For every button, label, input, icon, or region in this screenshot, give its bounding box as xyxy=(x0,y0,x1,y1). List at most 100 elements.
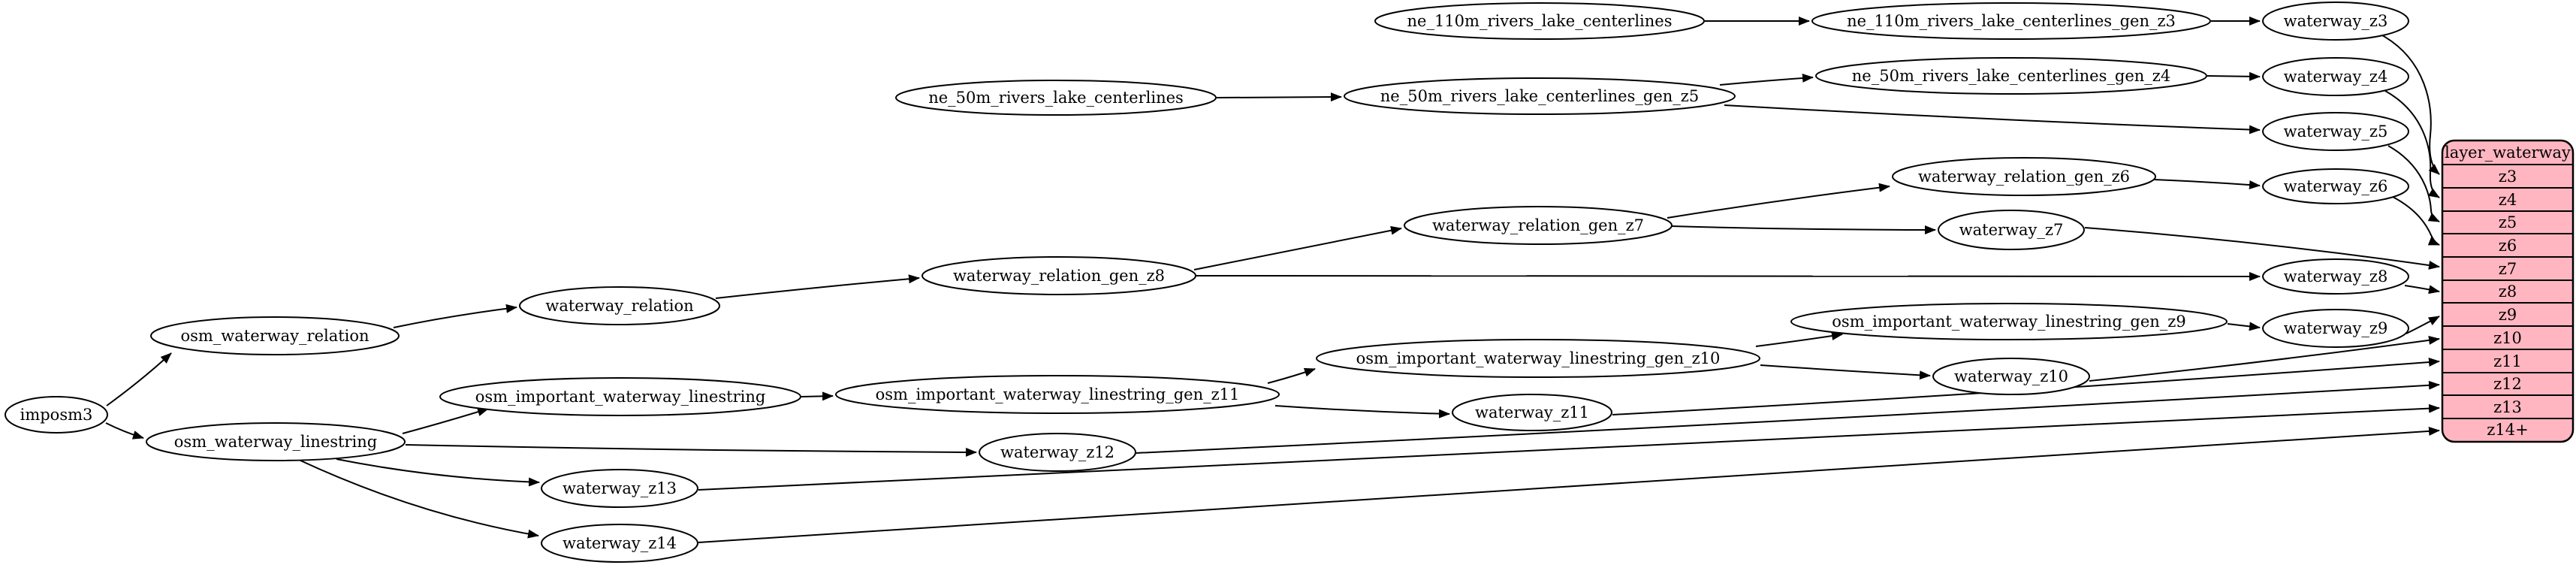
node-waterway_z5: waterway_z5 xyxy=(2262,112,2409,151)
node-waterway_z12-label: waterway_z12 xyxy=(1000,443,1115,461)
edge-gen_z9-to-waterway_z9 xyxy=(2227,322,2261,331)
table-row-z12: z12 xyxy=(2493,375,2522,393)
node-waterway_z11: waterway_z11 xyxy=(1452,394,1612,431)
node-waterway_z11-label: waterway_z11 xyxy=(1475,403,1589,421)
table-row-z5: z5 xyxy=(2499,213,2517,231)
node-osm_waterway_linestring: osm_waterway_linestring xyxy=(146,422,406,461)
node-osm_important_waterway_linestring_gen_z9-label: osm_important_waterway_linestring_gen_z9 xyxy=(1832,313,2185,331)
edge-osm_waterway_linestring-to-waterway_z13 xyxy=(336,458,540,487)
edge-waterway_z4-to-row-z4 xyxy=(2384,90,2440,198)
edge-osm_waterway_linestring-to-waterway_z12 xyxy=(405,444,977,457)
node-waterway_relation_gen_z6: waterway_relation_gen_z6 xyxy=(1892,157,2156,196)
node-imposm3-shape xyxy=(5,396,108,434)
node-waterway_z12: waterway_z12 xyxy=(979,433,1136,472)
node-waterway_z8-label: waterway_z8 xyxy=(2284,267,2388,286)
node-waterway_relation_gen_z6-label: waterway_relation_gen_z6 xyxy=(1918,168,2130,186)
table-row-z8: z8 xyxy=(2499,282,2517,301)
node-osm_important_waterway_linestring_gen_z10-label: osm_important_waterway_linestring_gen_z1… xyxy=(1356,349,1721,367)
table-row-z11: z11 xyxy=(2493,352,2522,370)
edge-gen_z4-to-waterway_z4 xyxy=(2206,71,2261,81)
node-osm_waterway_relation: osm_waterway_relation xyxy=(150,316,400,355)
node-waterway_z4-shape xyxy=(2262,57,2409,96)
edge-waterway_relation_gen_z7-to-waterway_relation_gen_z6 xyxy=(1667,183,1890,219)
node-waterway_z7-label: waterway_z7 xyxy=(1959,221,2064,239)
node-waterway_z9: waterway_z9 xyxy=(2262,309,2409,348)
node-waterway_z6: waterway_z6 xyxy=(2262,168,2409,204)
node-waterway_relation-shape xyxy=(519,286,720,325)
node-waterway_relation_gen_z8-label: waterway_relation_gen_z8 xyxy=(953,267,1165,285)
node-ne_50m_rivers_lake_centerlines_gen_z5: ne_50m_rivers_lake_centerlines_gen_z5 xyxy=(1344,77,1736,115)
node-ne_50m_rivers_lake_centerlines_gen_z4-label: ne_50m_rivers_lake_centerlines_gen_z4 xyxy=(1852,67,2170,85)
node-waterway_z14: waterway_z14 xyxy=(541,524,698,563)
edge-waterway_z12-to-row-z12 xyxy=(1136,380,2440,454)
table-row-z10: z10 xyxy=(2493,329,2522,347)
edge-ne_50m-to-gen_z5 xyxy=(1216,92,1342,102)
node-waterway_relation: waterway_relation xyxy=(519,286,720,325)
node-waterway_z4: waterway_z4 xyxy=(2262,57,2409,96)
node-ne_110m_rivers_lake_centerlines_gen_z3: ne_110m_rivers_lake_centerlines_gen_z3 xyxy=(1811,2,2211,40)
edge-imposm3-to-osm_waterway_linestring xyxy=(105,422,144,440)
node-waterway_z5-shape xyxy=(2262,112,2409,151)
edge-waterway_z9-to-row-z9 xyxy=(2406,316,2440,334)
nodes: imposm3 osm_waterway_relation osm_waterw… xyxy=(5,2,2409,563)
node-ne_110m_rivers_lake_centerlines_gen_z3-label: ne_110m_rivers_lake_centerlines_gen_z3 xyxy=(1847,12,2176,30)
edge-waterway_relation-to-waterway_relation_gen_z8 xyxy=(715,274,920,299)
edge-gen_z5-to-gen_z4 xyxy=(1719,73,1814,86)
node-waterway_z11-shape xyxy=(1452,394,1612,431)
table-row-z3: z3 xyxy=(2499,168,2517,186)
edge-gen_z10-to-waterway_z10 xyxy=(1760,364,1931,380)
edge-waterway_z14-to-row-z14 xyxy=(698,426,2440,543)
table-row-z13: z13 xyxy=(2493,398,2522,416)
node-waterway_z13: waterway_z13 xyxy=(541,469,698,508)
node-osm_important_waterway_linestring-shape xyxy=(439,377,801,416)
edge-waterway_relation_gen_z8-to-waterway_relation_gen_z7 xyxy=(1193,225,1402,270)
node-waterway_z10-shape xyxy=(1932,358,2090,395)
node-waterway_z13-label: waterway_z13 xyxy=(563,479,677,497)
node-ne_50m_rivers_lake_centerlines-shape xyxy=(895,80,1217,116)
edge-osm_important_waterway_linestring-to-gen_z11 xyxy=(801,391,834,401)
node-ne_50m_rivers_lake_centerlines_gen_z4: ne_50m_rivers_lake_centerlines_gen_z4 xyxy=(1815,57,2207,95)
node-ne_50m_rivers_lake_centerlines: ne_50m_rivers_lake_centerlines xyxy=(895,80,1217,116)
node-osm_important_waterway_linestring_gen_z11-shape xyxy=(835,375,1280,414)
node-osm_important_waterway_linestring-label: osm_important_waterway_linestring xyxy=(475,388,766,406)
node-ne_110m_rivers_lake_centerlines-label: ne_110m_rivers_lake_centerlines xyxy=(1407,12,1673,30)
node-osm_waterway_linestring-label: osm_waterway_linestring xyxy=(174,433,377,451)
node-osm_waterway_relation-label: osm_waterway_relation xyxy=(180,327,369,345)
node-ne_110m_rivers_lake_centerlines_gen_z3-shape xyxy=(1811,2,2211,40)
node-imposm3: imposm3 xyxy=(5,396,108,434)
node-osm_important_waterway_linestring: osm_important_waterway_linestring xyxy=(439,377,801,416)
edge-waterway_relation_gen_z6-to-waterway_z6 xyxy=(2153,179,2261,189)
node-osm_important_waterway_linestring_gen_z11-label: osm_important_waterway_linestring_gen_z1… xyxy=(876,385,1240,403)
table-layer_waterway: layer_waterway z3 z4 z5 z6 z7 z8 z9 z10 … xyxy=(2441,139,2574,443)
table-row-z9: z9 xyxy=(2499,306,2517,324)
node-ne_50m_rivers_lake_centerlines_gen_z5-label: ne_50m_rivers_lake_centerlines_gen_z5 xyxy=(1380,87,1699,105)
node-waterway_z3-label: waterway_z3 xyxy=(2284,12,2388,30)
edge-waterway_z6-to-row-z6 xyxy=(2392,196,2440,246)
node-waterway_relation_gen_z8-shape xyxy=(922,256,1196,295)
node-waterway_z12-shape xyxy=(979,433,1136,472)
node-waterway_z3-shape xyxy=(2262,2,2409,41)
node-osm_waterway_relation-shape xyxy=(150,316,400,355)
node-ne_50m_rivers_lake_centerlines-label: ne_50m_rivers_lake_centerlines xyxy=(928,89,1184,107)
edge-gen_z11-to-waterway_z11 xyxy=(1274,405,1450,418)
table-border xyxy=(2441,139,2574,443)
node-waterway_relation_gen_z7-shape xyxy=(1404,206,1673,245)
edge-waterway_z3-to-row-z3 xyxy=(2381,35,2440,175)
edge-osm_waterway_relation-to-waterway_relation xyxy=(393,304,517,328)
node-osm_important_waterway_linestring_gen_z9-shape xyxy=(1790,303,2228,340)
edge-gen_z11-to-gen_z10 xyxy=(1267,367,1316,384)
node-waterway_z10: waterway_z10 xyxy=(1932,358,2090,395)
node-waterway_z10-label: waterway_z10 xyxy=(1954,367,2068,385)
node-osm_important_waterway_linestring_gen_z11: osm_important_waterway_linestring_gen_z1… xyxy=(835,375,1280,414)
node-waterway_z14-shape xyxy=(541,524,698,563)
node-waterway_z8: waterway_z8 xyxy=(2262,258,2409,295)
edges xyxy=(105,17,2440,543)
node-ne_110m_rivers_lake_centerlines: ne_110m_rivers_lake_centerlines xyxy=(1374,2,1705,40)
node-osm_important_waterway_linestring_gen_z9: osm_important_waterway_linestring_gen_z9 xyxy=(1790,303,2228,340)
node-waterway_z7-shape xyxy=(1938,210,2085,250)
node-waterway_relation_gen_z7-label: waterway_relation_gen_z7 xyxy=(1432,216,1644,234)
edge-osm_waterway_linestring-to-osm_important_waterway_linestring xyxy=(402,407,489,434)
edge-imposm3-to-osm_waterway_relation xyxy=(106,352,172,406)
